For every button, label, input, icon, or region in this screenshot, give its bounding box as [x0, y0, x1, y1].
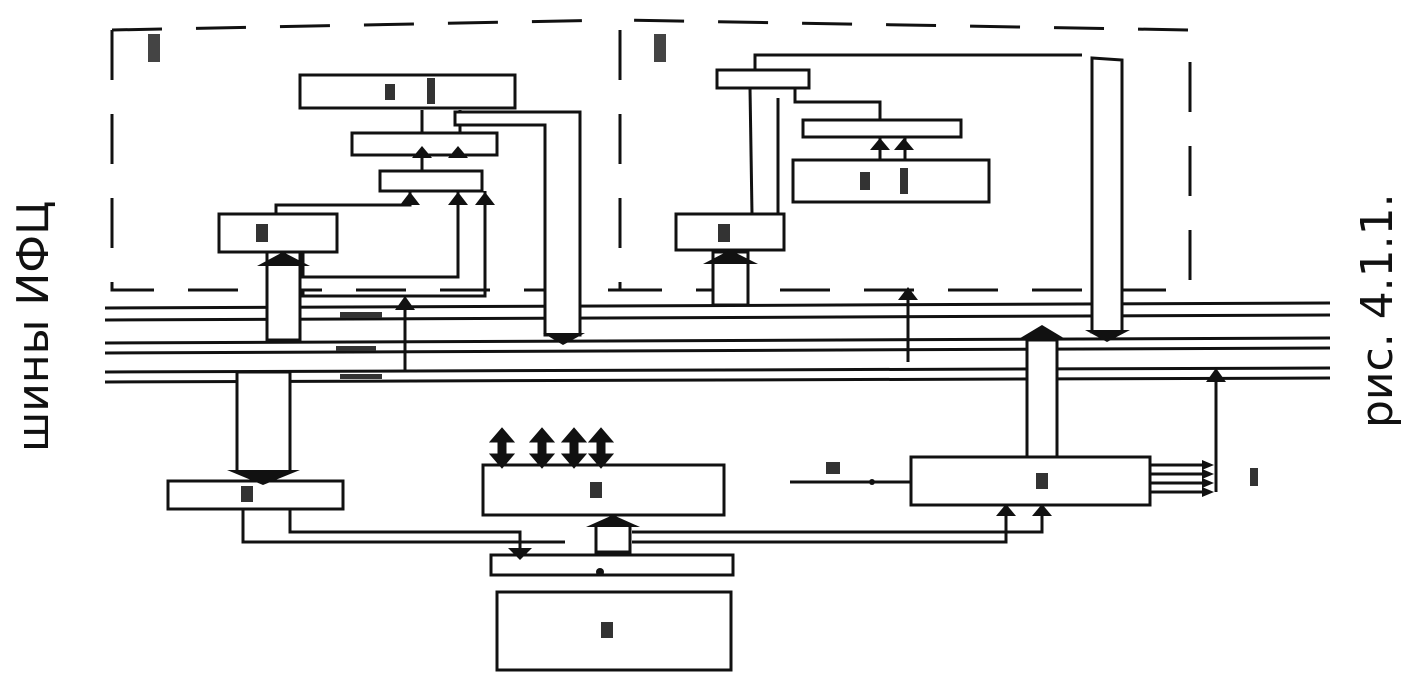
block-right-top — [715, 68, 811, 90]
arrow-right — [1202, 469, 1214, 479]
bidirectional-arrow-4 — [587, 427, 615, 469]
arrow-down — [508, 548, 532, 560]
block-mark — [900, 168, 908, 194]
bus-tag — [336, 346, 376, 351]
arrow-up — [894, 138, 914, 150]
arrow-up — [870, 138, 890, 150]
arrow-up — [400, 192, 420, 205]
junction-dot — [596, 568, 604, 576]
block-mark — [826, 462, 840, 474]
figure-caption: рис. 4.1.1. — [1352, 193, 1403, 428]
block-mark — [590, 482, 602, 498]
block-mark — [385, 84, 395, 100]
bus-line-3 — [104, 336, 1331, 345]
arrow-up — [448, 146, 468, 158]
left-module-mark — [148, 34, 160, 62]
block-mark — [241, 486, 253, 502]
block-mark — [427, 78, 435, 104]
io-arrows — [488, 427, 615, 469]
wire — [632, 505, 1008, 544]
bus-tag — [340, 374, 382, 379]
bus-connector-left-down — [235, 370, 292, 474]
wire — [274, 191, 412, 214]
arrow-down — [543, 333, 585, 345]
block-base-large — [495, 590, 733, 672]
arrow-up — [586, 515, 640, 527]
arrow-up — [1017, 325, 1067, 340]
wire — [753, 53, 1082, 70]
arrow-up — [1032, 504, 1052, 516]
bus-connector-center-up — [594, 523, 632, 554]
block-mark — [1036, 473, 1048, 489]
wire — [793, 88, 882, 120]
block-right-mid — [801, 118, 963, 139]
bidirectional-arrow-3 — [560, 427, 588, 469]
arrow-up — [1206, 368, 1226, 382]
block-left-low — [217, 212, 339, 254]
left-module-frame — [110, 18, 636, 292]
bus-connector-right-module — [711, 250, 750, 307]
bidirectional-arrow-2 — [528, 427, 556, 469]
arrow-up — [257, 252, 310, 266]
block-bottom-center — [481, 463, 726, 517]
block-bottom-left — [166, 479, 345, 511]
arrow-right — [1202, 487, 1214, 497]
wire — [301, 191, 487, 298]
junction-dots — [596, 479, 875, 576]
arrow-down — [227, 470, 300, 485]
block-mark — [860, 172, 870, 190]
arrow-up — [898, 287, 918, 300]
block-marks — [241, 78, 1258, 638]
arrow-heads — [227, 138, 1226, 560]
bus-line-6 — [104, 376, 1331, 384]
junction-dot — [869, 479, 875, 485]
right-module-frame — [618, 18, 1192, 292]
arrow-up — [448, 192, 468, 205]
arrow-up — [475, 192, 495, 205]
bus-line-2 — [104, 313, 1331, 322]
bus-connector-left-module — [265, 250, 302, 342]
block-base-thin — [489, 553, 735, 577]
block-left-top — [298, 73, 517, 110]
bus-tag — [340, 312, 382, 318]
block-right-large — [791, 158, 991, 204]
arrow-up — [703, 250, 758, 264]
dashed-enclosures — [110, 18, 1192, 292]
block-right-low — [674, 212, 786, 252]
block-mark — [601, 622, 613, 638]
arrow-up — [412, 146, 432, 158]
block-mark — [718, 224, 730, 242]
bus-connector-right-up — [1025, 338, 1059, 459]
bus-caption: шины ИФЦ — [8, 200, 59, 452]
bidirectional-arrow-1 — [488, 427, 516, 469]
block-left-small — [378, 169, 484, 193]
right-module-mark — [654, 34, 666, 62]
wire — [748, 87, 754, 215]
arrow-up — [395, 296, 415, 310]
block-mark — [256, 224, 268, 242]
wire — [241, 509, 565, 544]
arrow-right — [1202, 478, 1214, 488]
arrow-down — [1085, 330, 1130, 342]
block-bottom-right — [909, 455, 1152, 507]
arrow-up — [996, 504, 1016, 516]
bus-connector-right-loop — [1090, 56, 1124, 334]
bus-line-5 — [104, 366, 1331, 374]
arrow-right — [1202, 460, 1214, 470]
wire — [288, 509, 522, 552]
bus-line-4 — [104, 346, 1331, 355]
block-mark — [1250, 468, 1258, 486]
